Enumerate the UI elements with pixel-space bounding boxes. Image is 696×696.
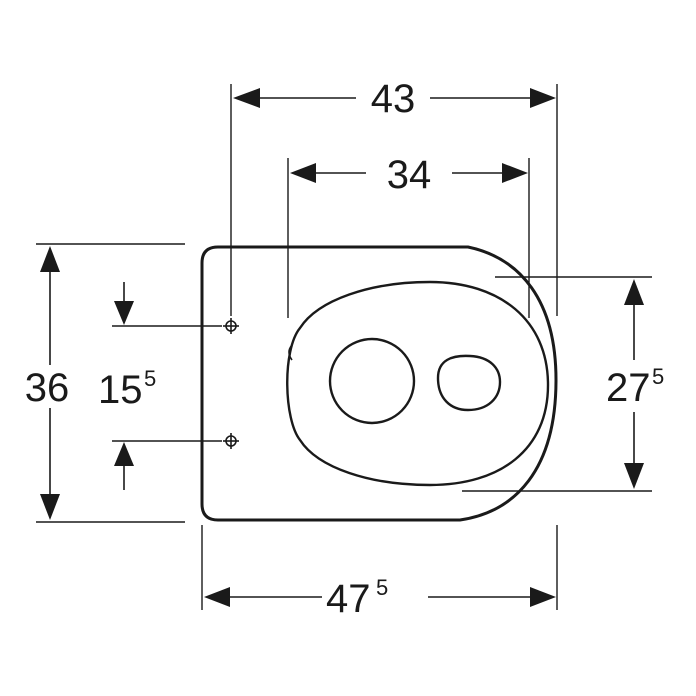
dimension-bolt-spacing: 15 5	[98, 282, 156, 490]
seat-rim	[286, 280, 550, 487]
dimension-27-label: 27	[606, 366, 651, 410]
dimension-15-label: 15	[98, 368, 143, 412]
dimension-seat-height: 27 5	[606, 279, 664, 489]
toilet-top-view	[200, 245, 558, 522]
dimension-height-total: 36	[25, 246, 70, 520]
dimension-length-total: 47 5	[204, 575, 556, 621]
rim-notch	[288, 344, 293, 361]
dimension-47-superscript: 5	[376, 575, 388, 600]
dimension-34-label: 34	[387, 153, 432, 197]
dimension-width-inner: 34	[290, 153, 528, 197]
dimension-47-label: 47	[326, 577, 371, 621]
dimension-15-superscript: 5	[144, 366, 156, 391]
dimension-43-label: 43	[371, 77, 416, 121]
flush-inlet	[436, 354, 502, 412]
mounting-hole-lower	[223, 433, 239, 449]
mounting-hole-upper	[223, 318, 239, 334]
extension-lines	[36, 84, 652, 610]
dimension-36-label: 36	[25, 366, 70, 410]
dimension-width-top: 43	[233, 77, 556, 121]
bowl-opening	[328, 337, 416, 425]
dimension-27-superscript: 5	[652, 364, 664, 389]
